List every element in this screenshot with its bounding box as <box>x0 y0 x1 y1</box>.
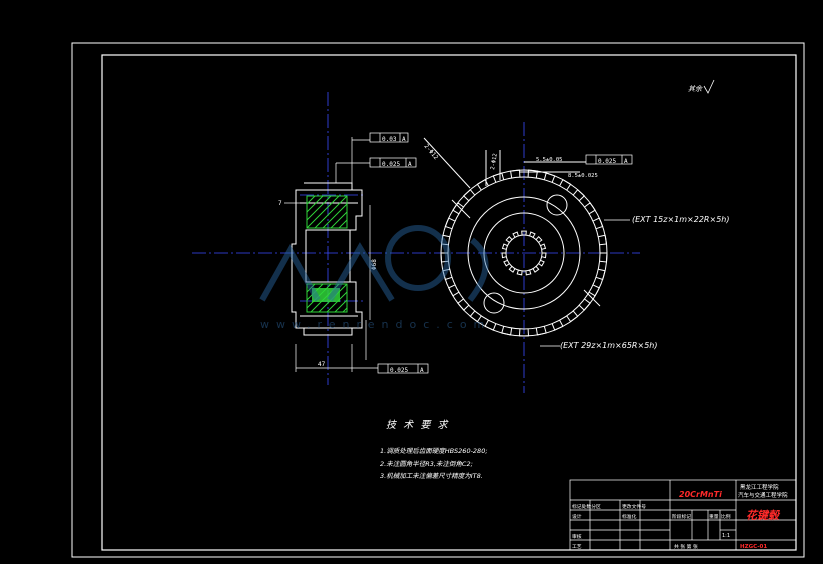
hole-upper <box>546 194 568 216</box>
tb-row3: 审核 <box>572 533 582 540</box>
mid-circle <box>467 196 581 310</box>
tol-value-3: 0.025 <box>598 158 616 165</box>
dim-vertical: Φ68 <box>371 259 378 270</box>
inner-frame <box>101 54 797 551</box>
tb-drawing-no: HZGC-01 <box>740 544 767 550</box>
tolerance-frames <box>369 132 633 374</box>
tb-material: 20CrMnTi <box>679 490 722 499</box>
hub-circle <box>483 212 565 294</box>
hatch-areas <box>306 195 348 313</box>
tol-datum-3: A <box>624 158 628 165</box>
hatch-fill-bottom <box>312 288 340 302</box>
watermark-text: www.renrendoc.com <box>260 318 491 331</box>
tb-row2b: 标准化 <box>622 513 637 520</box>
outer-frame <box>71 42 805 558</box>
tol-value-1: 0.03 <box>382 136 397 143</box>
tol-datum-1: A <box>402 136 406 143</box>
tb-row4: 工艺 <box>572 544 582 550</box>
tb-stage: 阶段标记 <box>672 513 691 520</box>
tb-scale-val: 1:1 <box>722 533 730 539</box>
roughness-note: 其余 <box>688 85 703 93</box>
side-dimensions <box>284 137 378 372</box>
dim-bottom: 47 <box>318 361 326 368</box>
tb-row2: 设计 <box>572 513 582 520</box>
tb-sheet: 共 张 第 张 <box>674 543 698 550</box>
side-section-view <box>291 182 363 336</box>
tb-part-name: 花键毂 <box>746 509 781 522</box>
tech-item-2: 2.未注圆角半径R3,未注倒角C2; <box>380 460 473 468</box>
dim-circle-3: 5.5±0.05 <box>536 157 563 163</box>
tech-title: 技 术 要 求 <box>386 419 450 431</box>
tb-weight: 重量 <box>709 513 719 520</box>
tb-row1: 标记处数分区 <box>572 503 601 510</box>
tb-scale: 比例 <box>721 513 731 520</box>
center-lines <box>192 92 640 393</box>
spline-ext-2: (EXT 29z×1m×65R×5h) <box>560 341 657 350</box>
tol-datum-bottom: A <box>420 367 424 374</box>
front-cuts <box>423 137 601 307</box>
tol-value-bottom: 0.025 <box>390 367 408 374</box>
tb-dept: 汽车与交通工程学院 <box>738 491 788 499</box>
title-block <box>569 479 797 551</box>
watermark-logo <box>259 225 489 302</box>
spline-ext-1: (EXT 15z×1m×22R×5h) <box>632 215 729 224</box>
tol-value-2: 0.025 <box>382 161 400 168</box>
front-view <box>440 169 608 337</box>
tol-datum-2: A <box>408 161 412 168</box>
dim-circle-2: 8.5±0.025 <box>568 173 598 179</box>
tech-item-3: 3.机械加工未注偏差尺寸精度为IT8. <box>380 472 483 480</box>
dim-left-small: 7 <box>278 200 282 207</box>
tb-school: 黑龙江工程学院 <box>740 483 779 491</box>
tb-row1b: 更改文件号 <box>622 503 646 510</box>
tech-item-1: 1.调质处理后齿面硬度HBS260-280; <box>380 447 488 455</box>
hole-lower <box>483 292 505 314</box>
roughness-symbol <box>703 79 715 94</box>
dim-circle-4: 2-Φ12 <box>490 153 499 170</box>
